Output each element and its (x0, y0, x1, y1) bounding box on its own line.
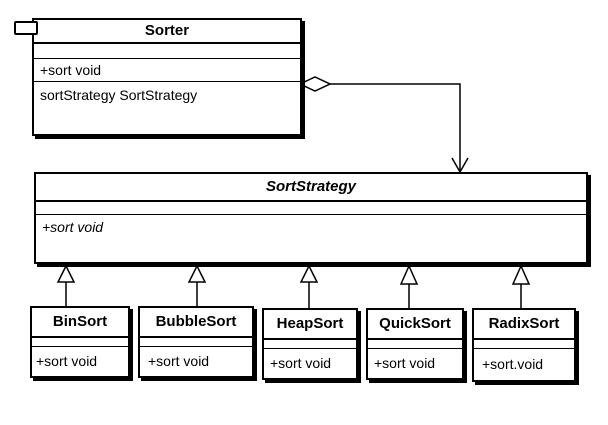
binsort-divider (32, 336, 128, 346)
bubblesort-divider (140, 336, 252, 346)
sortstrategy-divider-mid (36, 214, 586, 215)
bubblesort-class[interactable]: BubbleSort +sort void (138, 306, 254, 378)
aggregation-line (330, 83, 461, 170)
heapsort-operation: +sort void (270, 355, 332, 371)
sorter-divider-top (34, 42, 300, 58)
quicksort-class-title: QuickSort (379, 315, 451, 332)
heapsort-class-title: HeapSort (276, 315, 344, 332)
sorter-attribute: sortStrategy SortStrategy (40, 87, 198, 103)
heapsort-class[interactable]: HeapSort +sort void (262, 308, 358, 380)
radixsort-class[interactable]: RadixSort +sort.void (472, 308, 576, 382)
quicksort-divider (368, 338, 462, 348)
quicksort-divider-thin (368, 348, 462, 349)
heapsort-divider (264, 338, 356, 348)
binsort-operation: +sort void (36, 353, 98, 369)
heapsort-divider-thin (264, 348, 356, 349)
quicksort-class[interactable]: QuickSort +sort void (366, 308, 464, 380)
sortstrategy-divider-top (36, 200, 586, 214)
bubblesort-divider-thin (140, 346, 252, 347)
generalization-quicksort (399, 264, 419, 308)
sorter-class-title: Sorter (144, 22, 190, 39)
generalization-binsort (56, 264, 76, 306)
sortstrategy-class-title: SortStrategy (265, 178, 357, 195)
binsort-class-title: BinSort (52, 313, 108, 330)
radixsort-divider (474, 338, 574, 348)
binsort-divider-thin (32, 346, 128, 347)
radixsort-class-title: RadixSort (488, 315, 560, 332)
radixsort-operation: +sort.void (482, 356, 544, 372)
sorter-class[interactable]: Sorter +sort void sortStrategy SortStrat… (32, 18, 302, 136)
generalization-radixsort (511, 264, 531, 308)
bubblesort-class-title: BubbleSort (155, 313, 237, 330)
component-icon (14, 21, 38, 35)
sorter-divider-bottom (34, 81, 300, 82)
sortstrategy-class[interactable]: SortStrategy +sort void (34, 172, 588, 264)
generalization-heapsort (299, 264, 319, 308)
sorter-divider-mid (34, 58, 300, 59)
radixsort-divider-thin (474, 348, 574, 349)
sortstrategy-operation: +sort void (42, 219, 104, 235)
aggregation-diamond (298, 76, 332, 92)
quicksort-operation: +sort void (374, 355, 436, 371)
generalization-bubblesort (187, 264, 207, 306)
binsort-class[interactable]: BinSort +sort void (30, 306, 130, 378)
sorter-operation: +sort void (40, 62, 102, 78)
bubblesort-operation: +sort void (148, 353, 210, 369)
